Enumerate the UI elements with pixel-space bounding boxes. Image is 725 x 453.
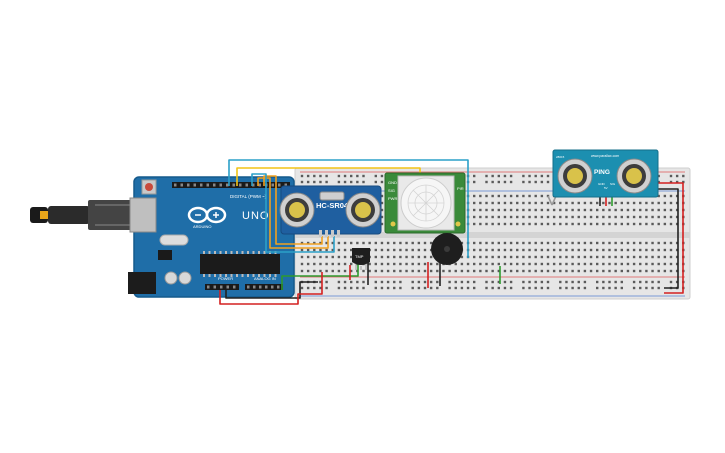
piezo-buzzer[interactable] xyxy=(431,233,463,265)
pir-label: SIG xyxy=(388,188,395,193)
wire-orange[interactable] xyxy=(257,177,329,249)
transducer-left xyxy=(279,192,315,228)
wire-grey[interactable] xyxy=(547,195,553,206)
tmp36-sensor[interactable]: TMP xyxy=(352,248,370,270)
wire-red[interactable] xyxy=(219,272,323,305)
wires xyxy=(219,159,684,305)
hc-sr04-title: HC-SR04 xyxy=(316,201,349,210)
capacitor xyxy=(178,271,192,285)
oscillator xyxy=(319,191,345,201)
pir-side-label: PIR xyxy=(457,186,464,191)
arduino-model: UNO xyxy=(242,210,269,222)
tmp-label: TMP xyxy=(355,254,364,259)
ping-brand: www.parallax.com xyxy=(591,154,619,158)
pir-label: GND xyxy=(388,180,397,185)
digital-header-label: DIGITAL (PWM ~) xyxy=(230,194,267,199)
hc-sr04-sensor[interactable]: HC-SR04 xyxy=(279,185,382,237)
ping-corner-label: 28015 xyxy=(556,155,565,159)
transducer-right xyxy=(345,192,381,228)
ping-sensor[interactable]: www.parallax.com 28015 PING GND 5V SIG xyxy=(552,149,659,198)
ping-pin-label: 5V xyxy=(604,186,608,190)
ping-title: PING xyxy=(594,169,610,176)
power-jack xyxy=(128,272,156,294)
usb-cable xyxy=(30,200,143,230)
potentiometer[interactable] xyxy=(390,221,396,227)
ping-pin-label: SIG xyxy=(610,182,616,186)
ping-transducer-right xyxy=(616,158,652,194)
arduino-brand: ARDUINO xyxy=(193,224,211,229)
ping-pin-label: GND xyxy=(598,182,606,186)
digital-header xyxy=(172,182,290,188)
wire-red[interactable] xyxy=(658,182,684,294)
potentiometer[interactable] xyxy=(455,221,461,227)
wire-blue[interactable] xyxy=(251,173,335,253)
crystal xyxy=(159,234,189,246)
wire-green[interactable] xyxy=(281,262,359,290)
pir-label: PWR xyxy=(388,196,397,201)
arduino-uno-board[interactable]: DIGITAL (PWM ~) ARDUINO UNO POWER ANALOG… xyxy=(128,176,295,298)
icsp-header xyxy=(158,250,172,260)
atmega-chip xyxy=(200,254,280,274)
analog-header xyxy=(245,284,283,290)
capacitor xyxy=(164,271,178,285)
wire-blue[interactable] xyxy=(228,159,469,258)
arduino-logo-icon xyxy=(187,206,227,224)
ping-transducer-left xyxy=(557,158,593,194)
wire-black[interactable] xyxy=(225,281,318,299)
wire-orange[interactable] xyxy=(263,175,323,245)
power-header-label: POWER xyxy=(218,276,233,281)
usb-jack xyxy=(129,197,157,233)
wire-black[interactable] xyxy=(658,188,679,289)
analog-header-label: ANALOG IN xyxy=(254,276,276,281)
pir-sensor[interactable]: GND SIG PWR PIR xyxy=(384,172,466,234)
